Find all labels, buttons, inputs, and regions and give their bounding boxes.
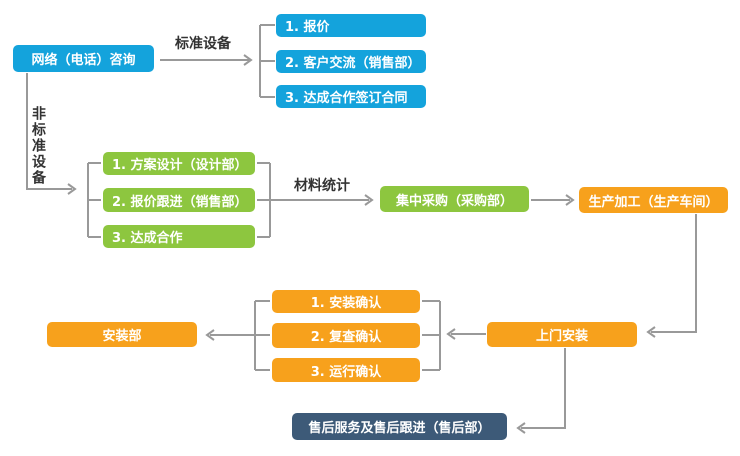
bracket-confirm-steps-right (422, 300, 441, 371)
arrow-purchase-to-production (531, 194, 575, 206)
arrow-onsite-to-confirm-steps (446, 328, 486, 340)
arrow-consult-to-nonstandard (26, 73, 77, 195)
bracket-standard-steps (259, 24, 275, 98)
node-after-sales-service: 售后服务及售后跟进（售后部） (292, 413, 507, 440)
node-production-processing: 生产加工（生产车间） (579, 187, 728, 213)
edge-label-non-standard-equipment: 非标准设备 (30, 106, 46, 186)
node-centralized-purchasing: 集中采购（采购部） (380, 186, 529, 212)
node-quote: 1. 报价 (276, 14, 426, 37)
arrow-confirm-to-install-dept (205, 329, 255, 341)
arrow-material-statistics (270, 194, 374, 206)
node-reach-cooperation: 3. 达成合作 (103, 225, 255, 248)
node-operation-confirm: 3. 运行确认 (272, 358, 420, 382)
node-onsite-installation: 上门安装 (487, 322, 637, 347)
bracket-nonstandard-steps-right (257, 162, 271, 238)
arrow-production-to-onsite (646, 214, 697, 338)
node-installation-confirm: 1. 安装确认 (272, 290, 420, 313)
edge-label-standard-equipment: 标准设备 (175, 36, 231, 52)
edge-label-material-statistics: 材料统计 (294, 178, 350, 194)
node-customer-communication: 2. 客户交流（销售部） (276, 50, 426, 73)
node-sign-contract: 3. 达成合作签订合同 (276, 85, 426, 108)
bracket-confirm-steps-left (254, 300, 270, 371)
node-recheck-confirm: 2. 复查确认 (272, 323, 420, 348)
arrow-onsite-to-after-sales (516, 348, 566, 434)
arrow-consult-to-standard (160, 54, 253, 66)
node-quote-follow-up: 2. 报价跟进（销售部） (103, 188, 255, 212)
bracket-nonstandard-steps-left (87, 162, 101, 238)
node-consult: 网络（电话）咨询 (13, 45, 154, 72)
node-installation-dept: 安装部 (47, 322, 197, 347)
node-scheme-design: 1. 方案设计（设计部） (103, 152, 255, 175)
